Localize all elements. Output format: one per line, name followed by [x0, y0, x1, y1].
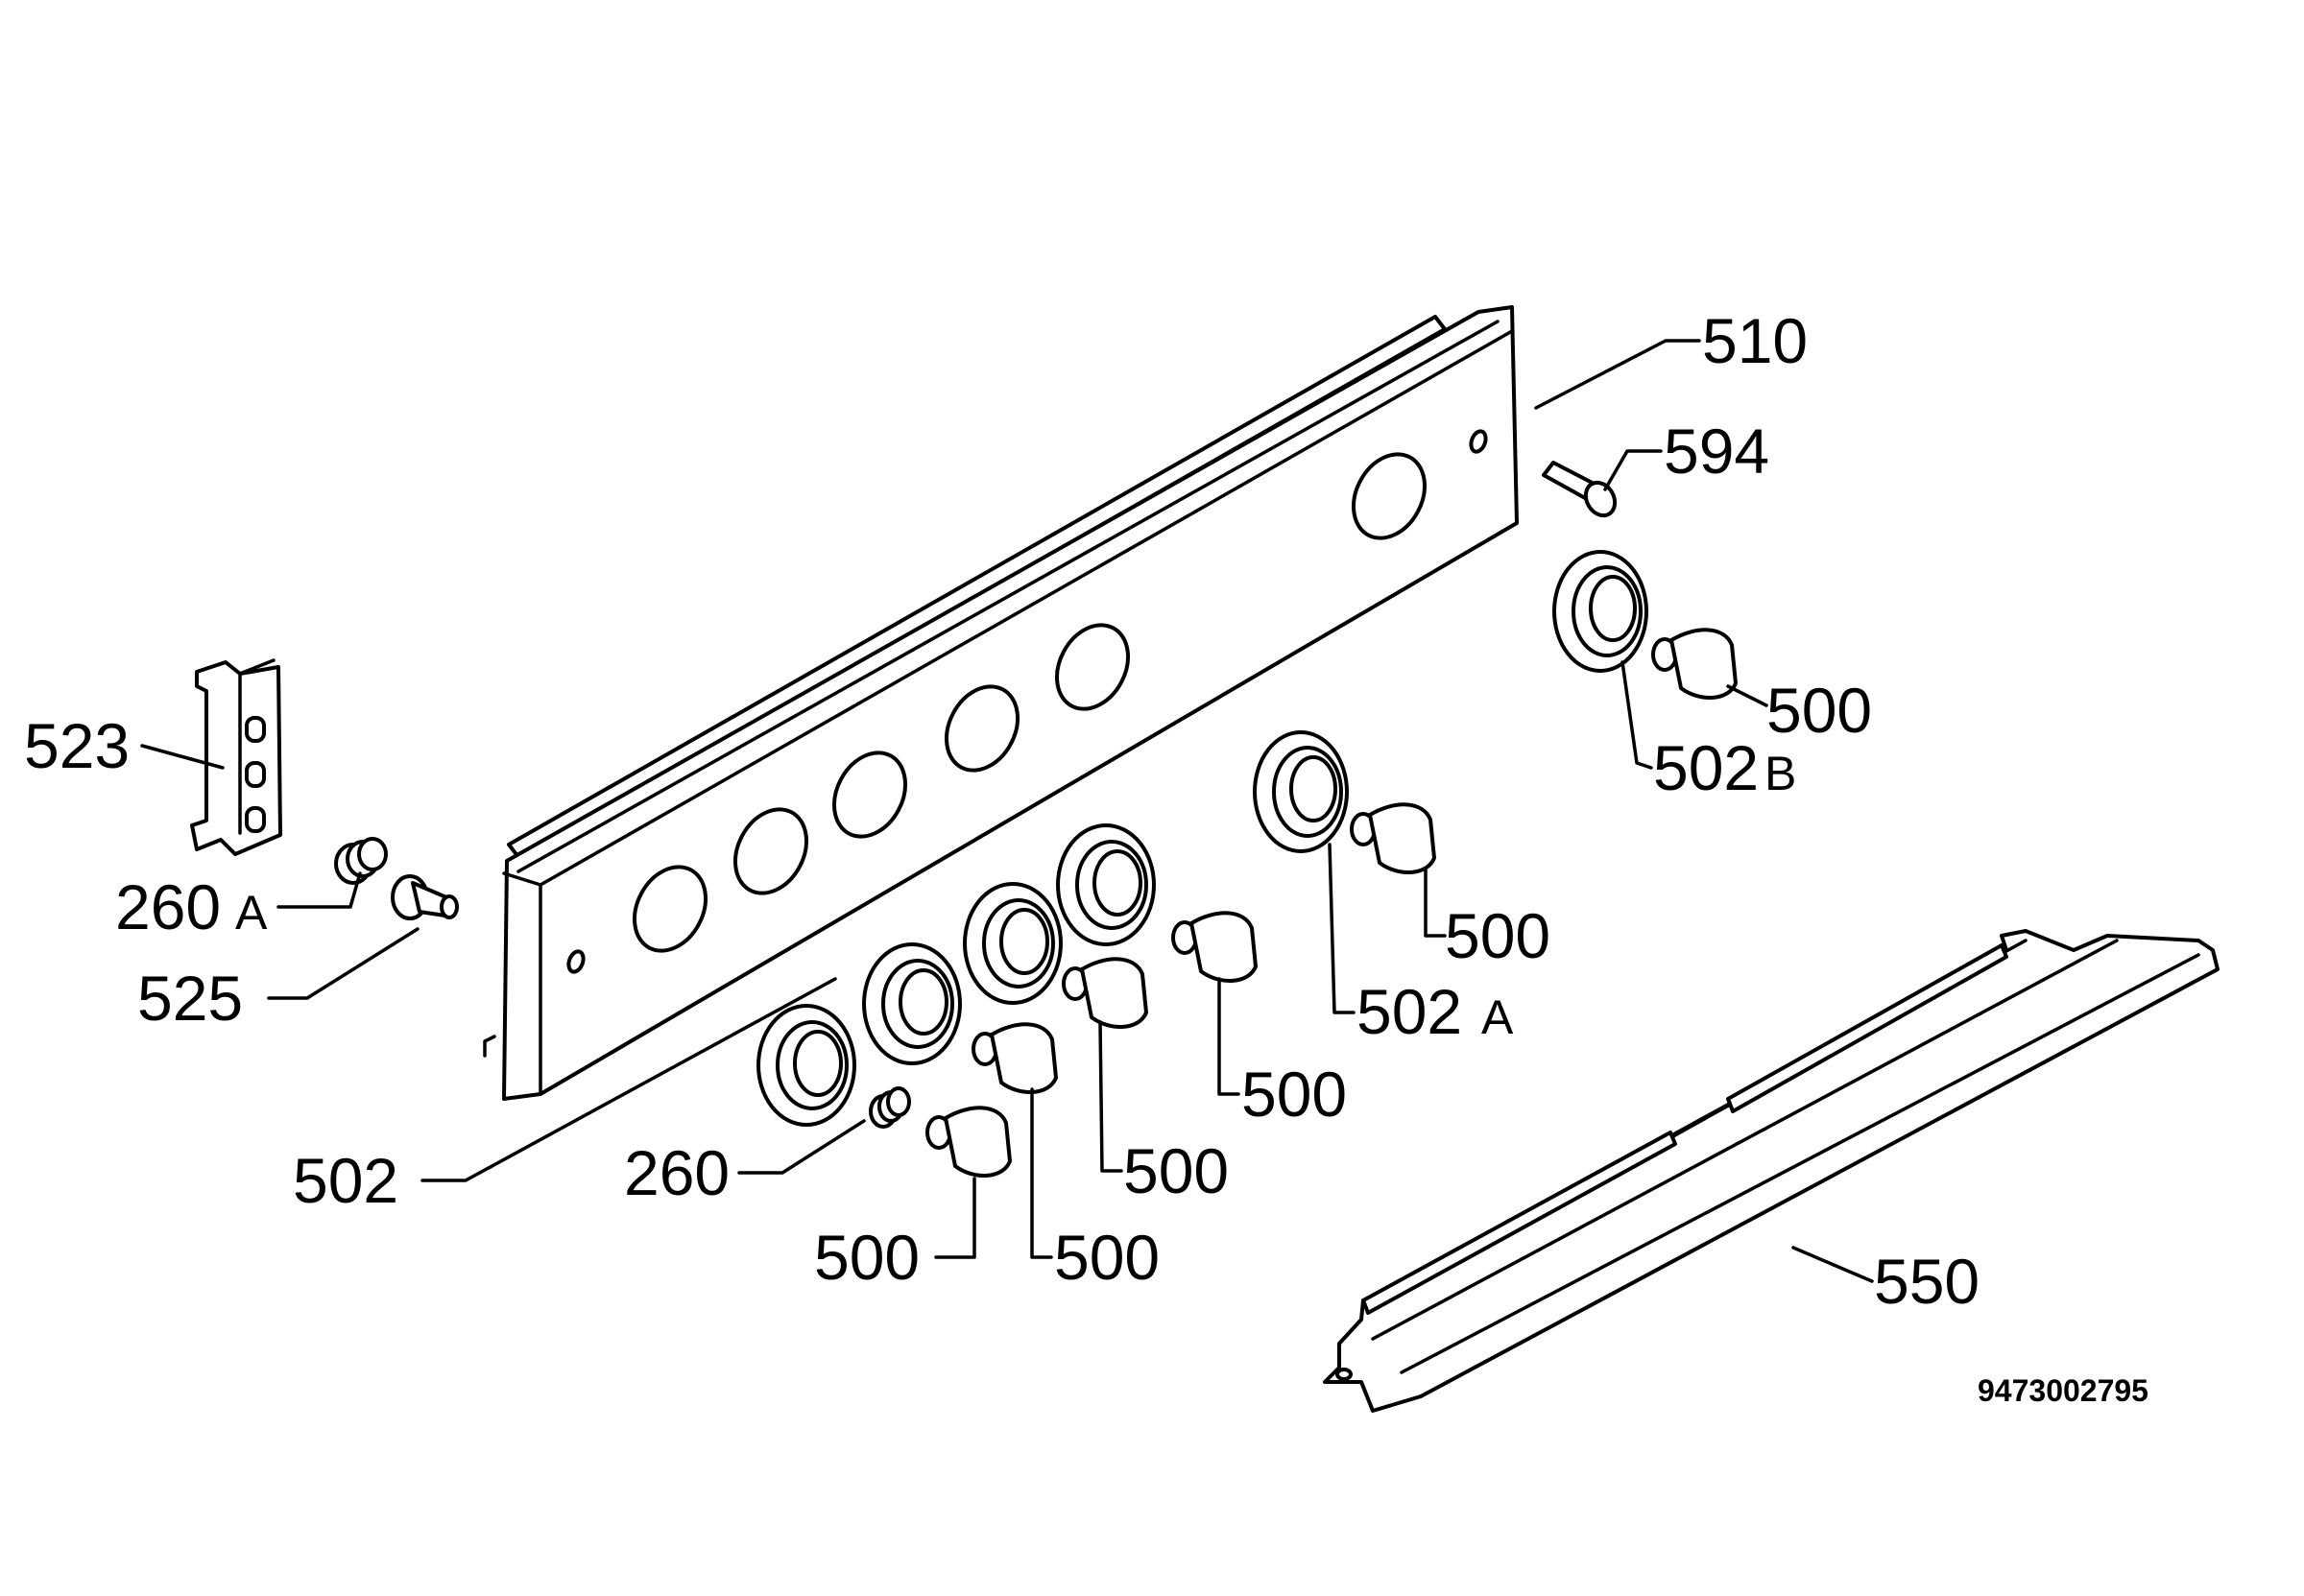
- label-500-mid: 500: [1445, 900, 1550, 971]
- label-523: 523: [24, 710, 130, 781]
- bezel-ring-3: [963, 882, 1063, 1005]
- label-500-d: 500: [1123, 1135, 1229, 1206]
- label-502a: 502: [1356, 976, 1462, 1047]
- label-502b: 502: [1653, 732, 1759, 803]
- label-260: 260: [624, 1137, 730, 1208]
- knob-f: [972, 1022, 1058, 1095]
- bracket-523: [190, 658, 282, 856]
- spring-260a: [334, 837, 388, 885]
- bezel-ring-4: [1056, 823, 1156, 946]
- knob-right: [1651, 628, 1738, 701]
- label-502: 502: [293, 1145, 398, 1216]
- label-510: 510: [1702, 305, 1808, 376]
- bezel-ring-502b: [1552, 550, 1648, 673]
- label-594: 594: [1664, 416, 1769, 487]
- leader-lines: [140, 339, 1874, 1283]
- part-labels: 510 594 500 502 B 523 260 A 525 500 502 …: [24, 305, 2148, 1408]
- label-260a: 260: [115, 871, 221, 942]
- knob-c: [1171, 911, 1258, 984]
- bezel-ring-1: [756, 1004, 856, 1127]
- label-502a-suffix: A: [1481, 990, 1514, 1044]
- label-260a-suffix: A: [235, 886, 268, 940]
- control-panel-510: [483, 305, 1519, 1101]
- trim-strip-550: [1323, 929, 2220, 1413]
- bezel-rings: [756, 550, 1648, 1127]
- label-500-right: 500: [1766, 675, 1872, 746]
- bezel-ring-2: [862, 942, 962, 1065]
- knobs-500: [925, 628, 1738, 1179]
- spring-260: [869, 1086, 911, 1129]
- pushrod-525: [391, 874, 459, 920]
- knob-e: [925, 1106, 1012, 1179]
- label-500-f: 500: [1054, 1222, 1160, 1293]
- label-500-c: 500: [1241, 1059, 1347, 1130]
- label-502b-suffix: B: [1764, 747, 1796, 800]
- label-500-e: 500: [814, 1222, 920, 1293]
- bezel-ring-502a: [1253, 730, 1349, 853]
- drawing-code: 9473002795: [1978, 1373, 2148, 1408]
- knob-d: [1062, 957, 1148, 1030]
- pin-594: [1542, 461, 1618, 518]
- label-550: 550: [1874, 1246, 1980, 1317]
- label-525: 525: [137, 963, 243, 1034]
- knob-mid: [1350, 802, 1436, 875]
